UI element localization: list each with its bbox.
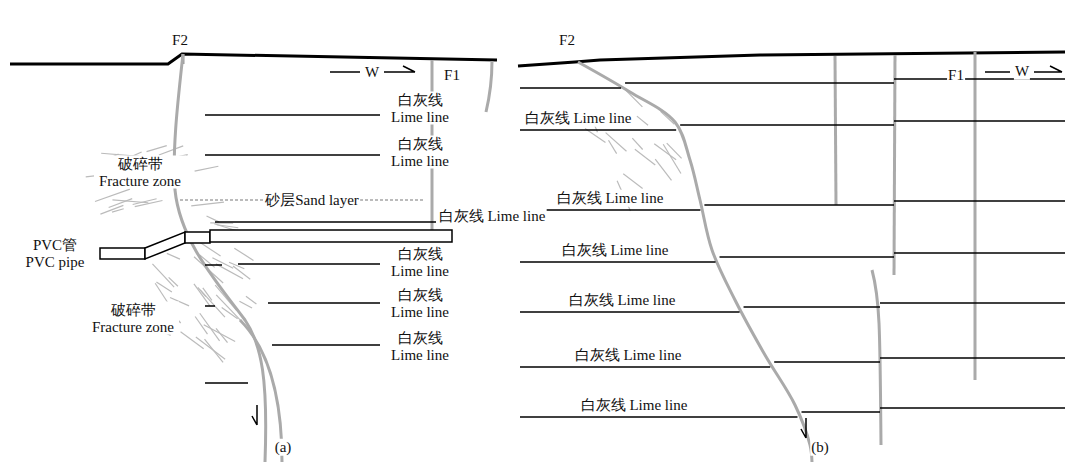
fault-f1 xyxy=(835,52,975,445)
lime-lines-b xyxy=(520,79,1065,417)
lime-line-label: 白灰线 Lime line xyxy=(574,347,683,364)
ground-surface xyxy=(518,52,1065,66)
fracture-zone-label: 破碎带 Fracture zone xyxy=(87,302,179,335)
panel-label: (a) xyxy=(274,439,293,456)
panel-label: (b) xyxy=(810,439,830,456)
fault-f1-branch xyxy=(486,61,492,112)
lime-line-label: 白灰线 Lime line xyxy=(383,287,457,320)
pipe-label: PVC管 PVC pipe xyxy=(19,237,91,270)
lime-line-label: 白灰线 Lime line xyxy=(383,330,457,363)
direction-label: W xyxy=(1014,63,1030,80)
slip-arrow xyxy=(252,405,257,425)
slip-arrow xyxy=(801,418,806,438)
ground-surface xyxy=(10,54,497,64)
lime-line-label: 白灰线 Lime line xyxy=(383,136,457,169)
fault-name: F2 xyxy=(558,32,576,49)
lime-line-label: 白灰线 Lime line xyxy=(438,208,547,225)
fault-name: F1 xyxy=(443,67,461,84)
fault-name: F1 xyxy=(947,67,965,84)
lime-line-label: 白灰线 Lime line xyxy=(561,242,670,259)
lime-line-label: 白灰线 Lime line xyxy=(568,292,677,309)
lime-line-label: 白灰线 Lime line xyxy=(524,110,633,127)
fracture-zone-label: 破碎带 Fracture zone xyxy=(94,156,186,189)
lime-line-label: 白灰线 Lime line xyxy=(383,246,457,279)
lime-line-label: 白灰线 Lime line xyxy=(556,190,665,207)
direction-label: W xyxy=(364,64,380,81)
sand-layer-label: 砂层Sand layer xyxy=(264,192,360,209)
lime-line-label: 白灰线 Lime line xyxy=(383,92,457,125)
fault-name: F2 xyxy=(171,32,189,49)
lime-line-label: 白灰线 Lime line xyxy=(580,397,689,414)
